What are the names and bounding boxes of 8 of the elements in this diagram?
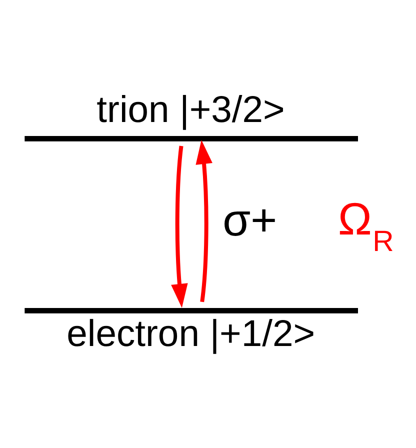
arrow: [171, 146, 188, 308]
arrow: [196, 140, 212, 302]
label: σ+: [222, 194, 278, 246]
label: Ω$_{R}$: [338, 193, 394, 258]
node-box: [24, 136, 358, 142]
node-label: electron |+1/2>: [66, 312, 316, 354]
node-label: trion |+3/2>: [96, 88, 285, 130]
node-box: [24, 308, 358, 314]
